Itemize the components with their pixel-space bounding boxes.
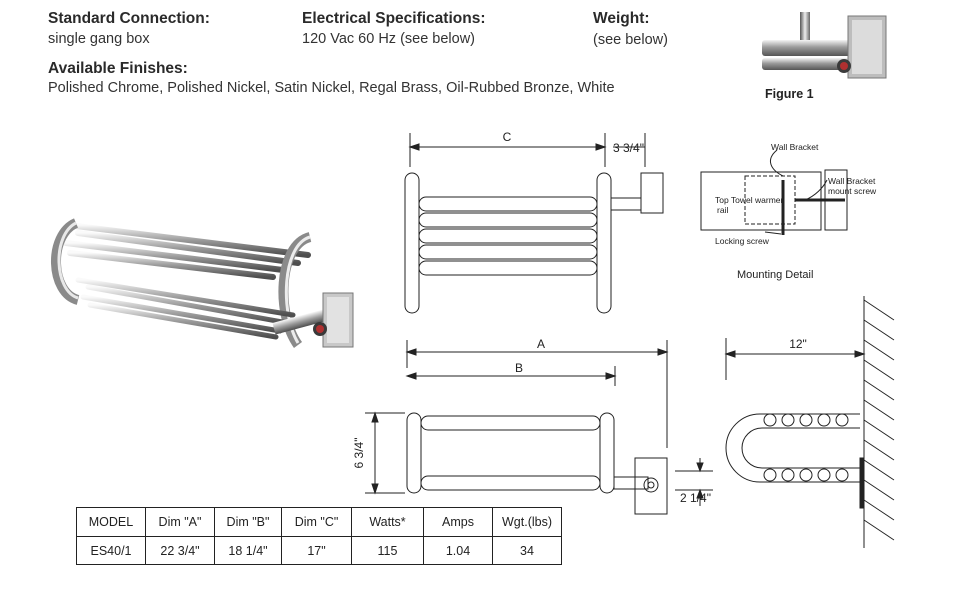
table-cell: 18 1/4" (214, 536, 282, 565)
standard-connection-heading: Standard Connection: (48, 10, 210, 27)
table-cell: 1.04 (423, 536, 493, 565)
electrical-specs-value: 120 Vac 60 Hz (see below) (302, 31, 476, 47)
table-header-cell: MODEL (76, 507, 146, 537)
table-cell: 115 (351, 536, 424, 565)
electrical-specs-heading: Electrical Specifications: (302, 10, 486, 27)
mounting-detail-drawing: Wall Bracket Wall Bracket mount screw To… (700, 142, 877, 281)
table-cell: 22 3/4" (145, 536, 215, 565)
dim-c-label: C (503, 130, 512, 144)
wall-bracket-label: Wall Bracket (771, 142, 819, 152)
table-cell: ES40/1 (76, 536, 146, 565)
dim-offset-label: 2 1/4" (680, 491, 711, 505)
standard-connection-value: single gang box (48, 31, 150, 47)
indicator-light-icon (840, 62, 848, 70)
dim-projection-label: 12" (789, 337, 807, 351)
towel-warmer-photo (51, 218, 354, 348)
finishes-value: Polished Chrome, Polished Nickel, Satin … (48, 80, 615, 96)
table-cell: 34 (492, 536, 562, 565)
finishes-heading: Available Finishes: (48, 60, 188, 77)
table-header-cell: Watts* (351, 507, 424, 537)
table-header-cell: Amps (423, 507, 493, 537)
figure-1-bracket-photo (762, 12, 887, 79)
dim-a-label: A (537, 337, 545, 351)
mounting-detail-title: Mounting Detail (737, 269, 813, 281)
rail-label-1: Top Towel warmer (715, 195, 784, 205)
weight-heading: Weight: (593, 10, 650, 27)
top-view-drawing: C 3 3/4" (404, 130, 664, 314)
dim-height-label: 6 3/4" (352, 438, 366, 469)
table-header-cell: Dim "B" (214, 507, 282, 537)
mount-screw-label-1: Wall Bracket (828, 176, 876, 186)
table-header-cell: Dim "A" (145, 507, 215, 537)
side-view-drawing: 12" (724, 296, 895, 548)
table-header-cell: Wgt.(lbs) (492, 507, 562, 537)
table-header-row: MODEL Dim "A" Dim "B" Dim "C" Watts* Amp… (76, 507, 562, 537)
dim-depth-label: 3 3/4" (613, 141, 644, 155)
table-cell: 17" (281, 536, 352, 565)
table-row: ES40/1 22 3/4" 18 1/4" 17" 115 1.04 34 (76, 536, 562, 565)
table-header-cell: Dim "C" (281, 507, 352, 537)
weight-value: (see below) (593, 32, 668, 48)
dim-b-label: B (515, 361, 523, 375)
locking-screw-label: Locking screw (715, 236, 770, 246)
figure-1-caption: Figure 1 (765, 87, 814, 101)
mount-screw-label-2: mount screw (828, 186, 877, 196)
front-view-drawing: A B 6 3/4" 2 1/4" (352, 337, 713, 515)
rail-label-2: rail (717, 205, 728, 215)
model-spec-table: MODEL Dim "A" Dim "B" Dim "C" Watts* Amp… (76, 507, 562, 565)
